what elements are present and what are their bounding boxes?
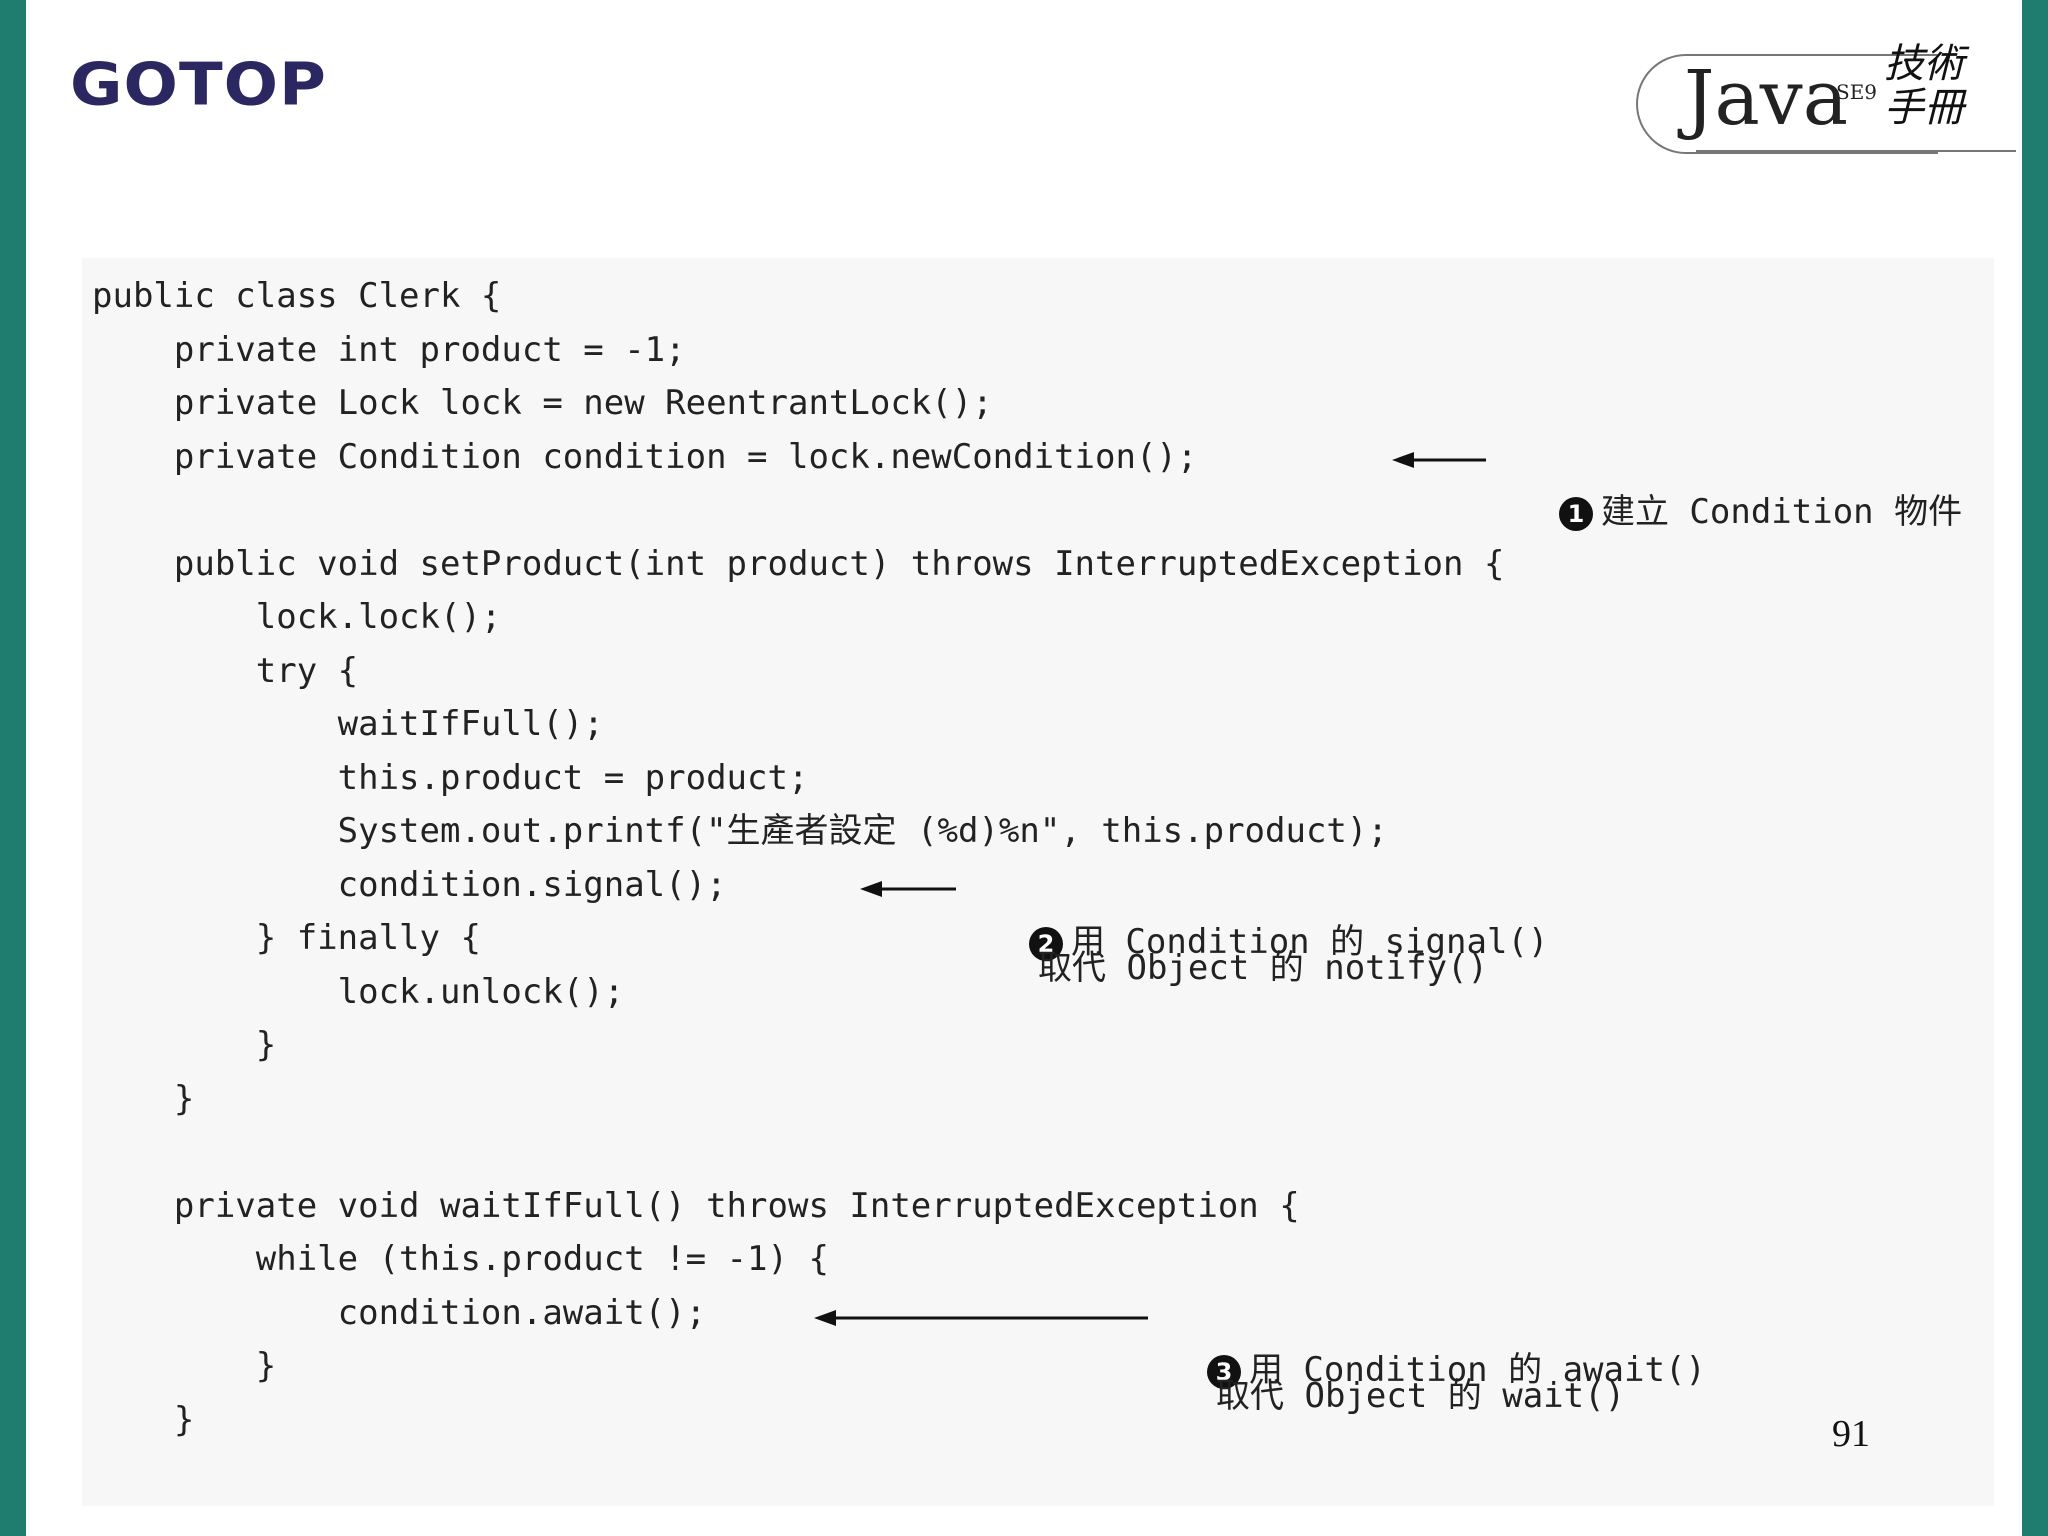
annotation-3-arrow <box>814 1310 1148 1326</box>
code-block: public class Clerk { private int product… <box>92 270 1504 1447</box>
code-line: } <box>92 1025 277 1065</box>
annotation-2-text-line1: 用 Condition 的 signal() <box>1070 922 1549 962</box>
badge-java: Java <box>1684 53 1849 142</box>
publisher-logo: GOTOP <box>70 50 327 120</box>
code-line: lock.unlock(); <box>92 971 625 1012</box>
badge-edition: SE9 <box>1836 80 1878 104</box>
code-line <box>92 1126 1504 1180</box>
code-line: private Lock lock = new ReentrantLock(); <box>92 383 993 423</box>
code-line: lock.lock(); <box>92 597 502 637</box>
code-line: public class Clerk { <box>92 276 502 316</box>
annotation-2-line2: 取代 Object 的 notify() <box>1038 948 1488 988</box>
code-line: while (this.product != -1) { <box>92 1239 829 1279</box>
code-line: try { <box>92 650 359 691</box>
code-line: } finally { <box>92 918 481 958</box>
badge-rule <box>1696 150 2016 152</box>
annotation-3-text-line1: 用 Condition 的 await() <box>1248 1350 1706 1390</box>
code-line: private Condition condition = lock.newCo… <box>92 436 1198 477</box>
annotation-1-text: 建立 Condition 物件 <box>1600 492 1963 532</box>
left-accent-bar <box>0 0 26 1536</box>
annotation-2-arrow <box>860 881 956 897</box>
code-line: private int product = -1; <box>92 329 686 370</box>
badge-frame <box>1636 54 1938 154</box>
annotation-1-arrow <box>1392 452 1486 468</box>
code-line: System.out.printf("生產者設定 (%d)%n", this.p… <box>92 811 1388 851</box>
code-line: condition.signal(); <box>92 864 727 905</box>
code-line: private void waitIfFull() throws Interru… <box>92 1185 1300 1226</box>
code-line: waitIfFull(); <box>92 704 604 744</box>
code-line: this.product = product; <box>92 757 809 798</box>
book-badge: Java SE9 技術手冊 <box>1636 42 2016 154</box>
right-accent-bar <box>2022 0 2048 1536</box>
code-line: } <box>92 1399 195 1440</box>
code-line: public void setProduct(int product) thro… <box>92 543 1505 584</box>
code-line <box>92 484 1504 538</box>
code-line: condition.await(); <box>92 1292 707 1333</box>
annotation-2-number: 2 <box>1028 926 1063 961</box>
annotation-3-line2: 取代 Object 的 wait() <box>1216 1376 1626 1416</box>
code-line: } <box>92 1346 277 1386</box>
page-number: 91 <box>1832 1413 1870 1455</box>
annotation-3-number: 3 <box>1206 1354 1241 1389</box>
code-panel <box>82 258 1994 1506</box>
code-line: } <box>92 1078 195 1119</box>
badge-subtitle: 技術手冊 <box>1884 41 1964 131</box>
annotation-1-number: 1 <box>1558 496 1593 531</box>
